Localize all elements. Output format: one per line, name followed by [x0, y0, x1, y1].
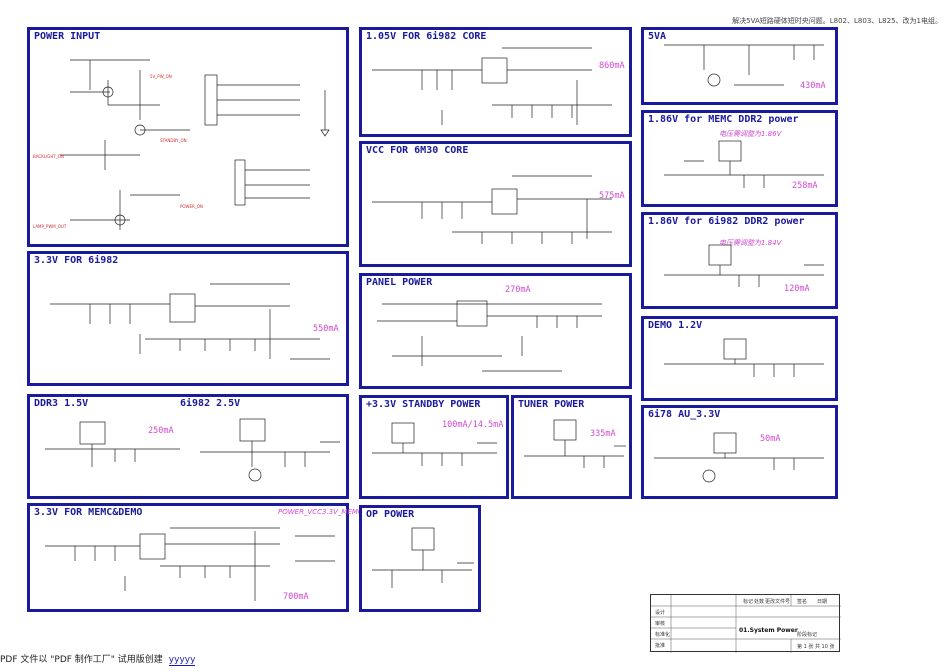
title-block-header-date: 日期 — [817, 599, 828, 605]
title-block: 标记 处数 更改文件号 签名 日期 设计 审核 标准化 批准 01.System… — [650, 594, 841, 653]
stage-mark: 阶段标记 — [797, 632, 818, 638]
ddr3-circuit — [45, 418, 340, 482]
panel-circuit — [377, 300, 602, 372]
block-title: POWER INPUT — [34, 31, 101, 42]
svg-text:POWER_ON: POWER_ON — [180, 204, 203, 209]
current-label: 550mA — [313, 324, 339, 334]
current-label: 335mA — [590, 429, 616, 439]
block-1v05: 1.05V FOR 6i982 CORE 860mA — [359, 27, 632, 137]
block-ddr3: DDR3 1.5V 6i982 2.5V 250mA — [27, 394, 349, 499]
i982-ddr2-circuit — [664, 244, 824, 287]
sheet-title: 01.System Power — [739, 627, 798, 634]
block-au-3v3: 6i78 AU_3.3V 50mA — [641, 405, 838, 499]
block-demo-1v2: DEMO 1.2V — [641, 316, 838, 401]
revision-note: 解决5VA短路硬体短时央问题。L802、L803、L825、改为1电组。 — [732, 17, 942, 25]
block-title: VCC FOR 6M30 CORE — [366, 145, 469, 156]
block-op: OP POWER — [359, 505, 481, 612]
title-block-row-approve: 批准 — [655, 643, 666, 649]
current-label: 700mA — [283, 592, 309, 602]
title-block-row-design: 设计 — [655, 610, 666, 616]
block-vcc-6m30: VCC FOR 6M30 CORE 575mA — [359, 141, 632, 267]
block-memc-ddr2: 1.86V for MEMC DDR2 power 电压需调整为1.86V 25… — [641, 110, 838, 207]
block-title: DDR3 1.5V — [34, 398, 89, 409]
current-label: 100mA/14.5mA — [442, 420, 504, 430]
pdf-footer: PDF 文件以 "PDF 制作工厂" 试用版创建 yyyyy — [0, 652, 196, 666]
title-block-row-review: 审核 — [655, 621, 666, 627]
memc-ddr2-circuit — [664, 140, 824, 188]
current-label: 120mA — [784, 284, 810, 294]
block-title: 1.86V for MEMC DDR2 power — [648, 114, 799, 125]
block-subtitle-2v5: 6i982 2.5V — [180, 398, 241, 409]
block-power-input: POWER INPUT 5V_PW_ON STANDBY_ON BACKLIGHT… — [27, 27, 349, 247]
op-circuit — [372, 527, 474, 588]
au33-circuit — [654, 432, 824, 483]
block-title: PANEL POWER — [366, 277, 433, 288]
current-label: 430mA — [800, 81, 826, 91]
memc-power-label: POWER_VCC3.3V_MEMC — [278, 508, 363, 516]
title-block-header-mark: 标记 — [743, 599, 754, 605]
memc-circuit — [45, 527, 335, 601]
block-standby: +3.3V STANDBY POWER 100mA/14.5mA — [359, 395, 509, 499]
block-tuner: TUNER POWER 335mA — [511, 395, 632, 499]
sheet-number: 第 1 张 共 10 张 — [797, 644, 835, 650]
block-title: 6i78 AU_3.3V — [648, 409, 721, 420]
current-label: 575mA — [599, 191, 625, 201]
footer-link[interactable]: yyyyy — [168, 655, 196, 666]
current-label: 860mA — [599, 61, 625, 71]
block-title: DEMO 1.2V — [648, 320, 703, 331]
block-title: 3.3V FOR 6i982 — [34, 255, 119, 266]
block-title: TUNER POWER — [518, 399, 585, 410]
current-label: 250mA — [148, 426, 174, 436]
svg-text:STANDBY_ON: STANDBY_ON — [160, 138, 187, 143]
block-title: 3.3V FOR MEMC&DEMO — [34, 507, 143, 518]
block-title: 1.05V FOR 6i982 CORE — [366, 31, 487, 42]
block-title: +3.3V STANDBY POWER — [366, 399, 481, 410]
block-panel-power: PANEL POWER 270mA — [359, 273, 632, 389]
v105-circuit — [372, 47, 612, 125]
title-block-row-std: 标准化 — [655, 632, 671, 638]
tuner-circuit — [524, 419, 626, 468]
block-title: 5VA — [648, 31, 667, 42]
v5a-circuit — [664, 44, 824, 87]
block-5va: 5VA 430mA — [641, 27, 838, 105]
svg-text:5V_PW_ON: 5V_PW_ON — [150, 74, 172, 79]
block-title: 1.86V for 6i982 DDR2 power — [648, 216, 805, 227]
standby-circuit — [372, 422, 497, 466]
i982-ddr2-note: 电压需调整为1.84V — [719, 239, 782, 247]
block-3v3-memc: 3.3V FOR MEMC&DEMO POWER_VCC3.3V_MEMC 70… — [27, 503, 363, 612]
title-block-grid — [651, 595, 841, 653]
block-i982-ddr2: 1.86V for 6i982 DDR2 power 电压需调整为1.84V 1… — [641, 212, 838, 309]
demo12-circuit — [664, 338, 824, 377]
footer-text: PDF 文件以 "PDF 制作工厂" 试用版创建 — [0, 655, 163, 665]
block-3v3-6i982: 3.3V FOR 6i982 550mA — [27, 251, 349, 386]
current-label: 258mA — [792, 181, 818, 191]
title-block-header-doc: 更改文件号 — [765, 599, 791, 605]
memc-ddr2-note: 电压需调整为1.86V — [719, 130, 782, 138]
svg-text:LAMP_PWM_OUT: LAMP_PWM_OUT — [33, 224, 67, 229]
v33-6i982-circuit — [50, 283, 330, 360]
vcc6m30-circuit — [372, 175, 612, 244]
current-label: 50mA — [760, 434, 781, 444]
svg-text:BACKLIGHT_ON: BACKLIGHT_ON — [33, 154, 64, 159]
title-block-header-count: 处数 — [754, 599, 765, 605]
title-block-header-sign: 签名 — [797, 599, 808, 605]
block-title: OP POWER — [366, 509, 415, 520]
current-label: 270mA — [505, 285, 531, 295]
